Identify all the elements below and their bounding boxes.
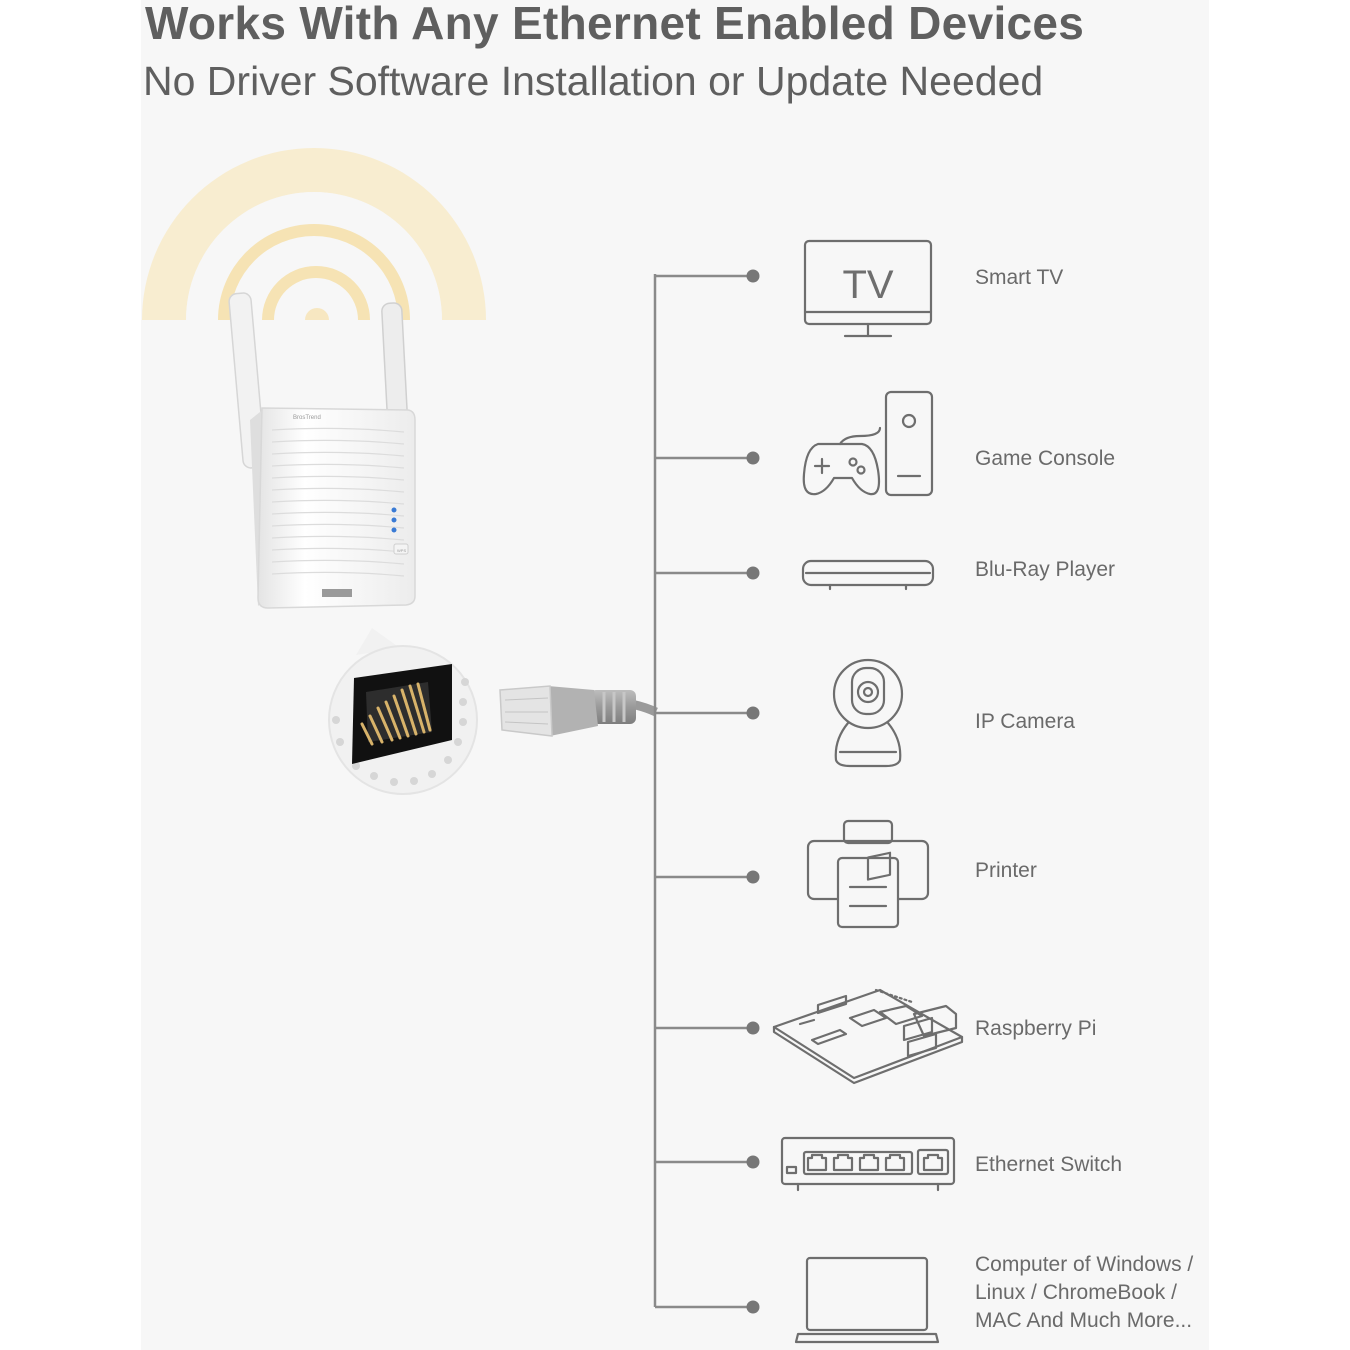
branch-node	[746, 870, 760, 884]
device-label: Ethernet Switch	[975, 1153, 1123, 1176]
brand-logo: BrosTrend	[293, 415, 321, 421]
device-label: Blu-Ray Player	[975, 558, 1116, 581]
device-label: IP Camera	[975, 710, 1075, 733]
raspberry-pi-icon	[772, 851, 964, 1085]
wifi-signal-icon	[142, 148, 486, 320]
ip-camera-icon	[832, 658, 904, 768]
branch-node	[746, 269, 760, 283]
branch-node	[746, 706, 760, 720]
tv-icon: TV	[803, 239, 933, 338]
device-label: Raspberry Pi	[975, 1017, 1097, 1040]
branch-node	[746, 566, 760, 580]
wps-button	[393, 543, 409, 555]
status-led	[391, 507, 397, 513]
ethernet-port-zoom	[328, 628, 478, 795]
laptop-icon	[794, 1256, 940, 1344]
tv-icon-text: TV	[842, 263, 893, 307]
game-console-icon	[802, 390, 934, 497]
branch-node	[746, 451, 760, 465]
device-label-line: Linux / ChromeBook /	[975, 1281, 1177, 1304]
device-label-line: MAC And Much More...	[975, 1309, 1193, 1332]
ethernet-switch-icon	[780, 1136, 956, 1192]
device-label: Smart TV	[975, 266, 1064, 289]
wps-label: WPS	[397, 548, 406, 553]
ethernet-cable-icon	[499, 685, 658, 737]
blu-ray-player-icon	[801, 559, 935, 591]
device-label: Computer of Windows / Linux / ChromeBook …	[975, 1251, 1193, 1335]
status-led	[391, 527, 397, 533]
connection-branches	[655, 269, 760, 1314]
branch-node	[746, 1155, 760, 1169]
branch-node	[746, 1300, 760, 1314]
device-label: Printer	[975, 859, 1037, 882]
branch-node	[746, 1021, 760, 1035]
page-subtitle: No Driver Software Installation or Updat…	[143, 58, 1044, 104]
device-label: Game Console	[975, 447, 1116, 470]
page-title: Works With Any Ethernet Enabled Devices	[145, 0, 1085, 49]
wifi-extender-device: BrosTrend WPS	[228, 292, 416, 609]
ethernet-port	[322, 589, 352, 597]
status-led	[391, 517, 397, 523]
device-label-line: Computer of Windows /	[975, 1253, 1194, 1276]
